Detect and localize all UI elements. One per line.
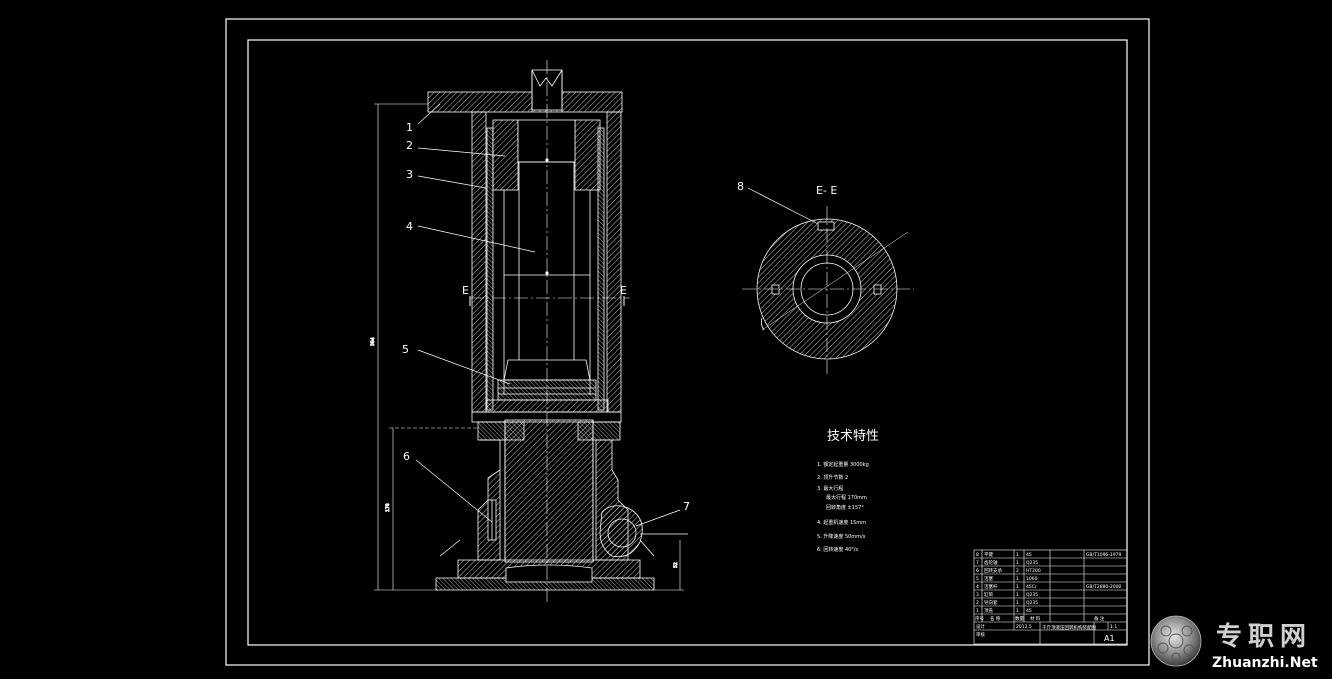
bom-cell-name: 导向套 (984, 599, 998, 606)
bom-cell-qty: 1 (1016, 600, 1019, 606)
section-title: E- E (816, 184, 837, 197)
bom-cell-qty: 1 (1016, 552, 1019, 558)
part-label-4: 4 (406, 220, 413, 233)
sheet-size: A1 (1104, 634, 1115, 643)
drawing-title: 千斤顶液压回转机构装配图 (1042, 624, 1096, 631)
bom-header-no: 序号 (975, 615, 984, 622)
section-marker-right: E (620, 284, 627, 297)
bom-cell-no: 5 (976, 576, 979, 582)
bom-cell-mat: 1060 (1026, 576, 1038, 582)
part-label-2: 2 (406, 139, 413, 152)
tech-title: 技术特性 (827, 429, 879, 444)
inner-frame (247, 39, 1128, 646)
bom-cell-name: 齿轮轴 (984, 559, 998, 566)
bom-cell-mat: 45 (1026, 608, 1032, 614)
bom-cell-name: 顶盖 (984, 607, 993, 614)
bom-cell-mat: 45Cr (1026, 584, 1037, 590)
bom-cell-mat: Q235 (1026, 600, 1038, 606)
main-section-view: 394 178 52 (370, 60, 688, 605)
bom-header-std: 备 注 (1094, 615, 1105, 622)
spec-line: 5. 升降速度 50mm/s (817, 533, 866, 540)
bom-cell-qty: 1 (1016, 584, 1019, 590)
leader-lines (415, 103, 823, 527)
bom-cell-mat: HT200 (1026, 568, 1041, 574)
spec-line: 回转角度 ±157° (826, 504, 864, 511)
bom-header-qty: 数量 (1015, 615, 1024, 622)
bom-cell-name: 平键 (984, 551, 993, 558)
svg-text:178: 178 (385, 503, 391, 512)
bom-header-mat: 材 料 (1030, 615, 1041, 622)
svg-text:52: 52 (673, 562, 679, 568)
bom-cell-mat: Q235 (1026, 592, 1038, 598)
bom-cell-qty: 1 (1016, 576, 1019, 582)
bom-cell-qty: 1 (1016, 608, 1019, 614)
outer-frame (225, 18, 1150, 666)
bom-cell-mat: Q235 (1026, 560, 1038, 566)
part-label-5: 5 (402, 343, 409, 356)
bom-cell-name: 回转支承 (984, 567, 1002, 574)
checker-label: 审核 (976, 631, 985, 638)
watermark-logo-icon (1150, 615, 1202, 667)
drawer-label: 设计 (976, 623, 985, 630)
title-block-text: 序号 名 称 数量 材 料 备 注 设计 审核 2012.5 千斤顶液压回转机构… (975, 615, 1117, 643)
spec-line: 6. 回转速度 40°/s (817, 546, 858, 553)
bom-cell-no: 3 (976, 592, 979, 598)
title-block (973, 549, 1128, 645)
watermark: 专职网 Zhuanzhi.Net (1150, 615, 1318, 671)
spec-line: 1. 额定起重量 3000kg (817, 461, 869, 468)
part-label-8: 8 (737, 180, 744, 193)
svg-text:394: 394 (370, 337, 376, 346)
bom-cell-no: 7 (976, 560, 979, 566)
bom-cell-name: 活塞杆 (984, 583, 998, 590)
bom-cell-no: 8 (976, 552, 979, 558)
bom-cell-name: 缸筒 (984, 591, 993, 598)
bom-cell-qty: 1 (1016, 560, 1019, 566)
bom-header-name: 名 称 (990, 615, 1001, 622)
section-marker-left: E (462, 284, 469, 297)
bom-cell-qty: 1 (1016, 592, 1019, 598)
bom-cell-no: 4 (976, 584, 979, 590)
bom-cell-std: GB/T2880-2000 (1086, 584, 1122, 590)
watermark-en: Zhuanzhi.Net (1212, 655, 1318, 671)
bom-cell-no: 2 (976, 600, 979, 606)
watermark-cn: 专职网 (1216, 622, 1312, 652)
part-label-1: 1 (406, 121, 413, 134)
part-label-3: 3 (406, 168, 413, 181)
bom-cell-no: 1 (976, 608, 979, 614)
drawing-date: 2012.5 (1016, 624, 1032, 630)
spec-line: 3. 最大行程 (817, 485, 843, 492)
part-label-6: 6 (403, 450, 410, 463)
section-ee-view (742, 206, 914, 374)
bom-cell-qty: 2 (1016, 568, 1019, 574)
part-label-7: 7 (683, 500, 690, 513)
spec-line: 4. 起重机速度 15mm (817, 519, 866, 526)
spec-line: 最大行程 170mm (826, 494, 867, 501)
tech-spec-list: 1. 额定起重量 3000kg 2. 顶升节数 2 3. 最大行程 最大行程 1… (817, 461, 869, 553)
bom-cell-mat: 45 (1026, 552, 1032, 558)
drawing-scale: 1:1 (1110, 624, 1117, 630)
bom-cell-std: GB/T1096-1979 (1086, 552, 1122, 558)
spec-line: 2. 顶升节数 2 (817, 474, 848, 481)
bom-cell-no: 6 (976, 568, 979, 574)
bom-cell-name: 活塞 (984, 575, 993, 582)
